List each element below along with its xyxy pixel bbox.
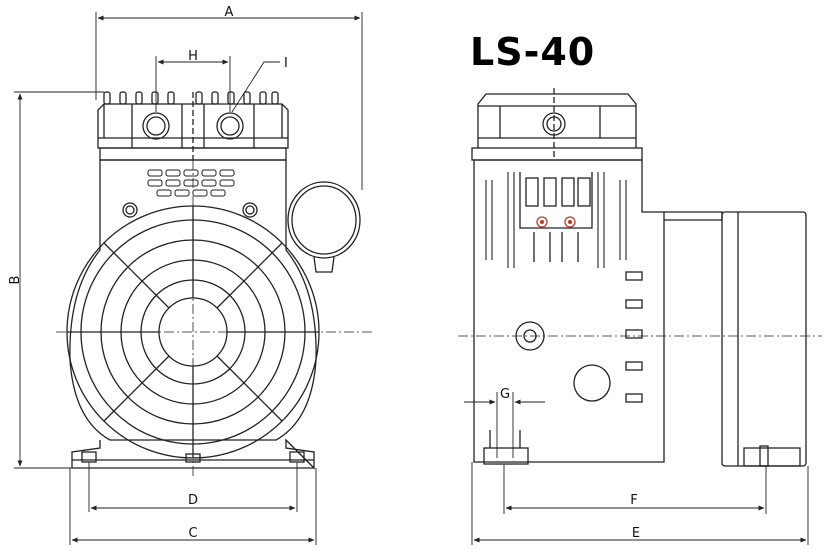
dim-label-g: G bbox=[500, 387, 510, 402]
dim-label-c: C bbox=[188, 526, 197, 541]
dim-label-h: H bbox=[188, 49, 198, 64]
dim-label-d: D bbox=[188, 493, 198, 508]
dim-label-e: E bbox=[632, 526, 640, 541]
inlet-port bbox=[142, 112, 170, 140]
side-view bbox=[458, 88, 822, 467]
front-view bbox=[56, 91, 372, 478]
dim-label-f: F bbox=[630, 493, 637, 508]
side-dimensions bbox=[464, 392, 809, 545]
front-fins bbox=[103, 91, 279, 105]
model-title: LS-40 bbox=[470, 30, 596, 74]
front-dimensions bbox=[14, 12, 363, 545]
outlet-port bbox=[216, 112, 244, 140]
vent-slots bbox=[147, 169, 235, 197]
dim-label-b: B bbox=[8, 276, 23, 285]
capacitor bbox=[287, 181, 361, 273]
side-fins bbox=[485, 172, 627, 268]
dim-label-i: I bbox=[284, 56, 288, 71]
dim-label-a: A bbox=[225, 5, 234, 20]
